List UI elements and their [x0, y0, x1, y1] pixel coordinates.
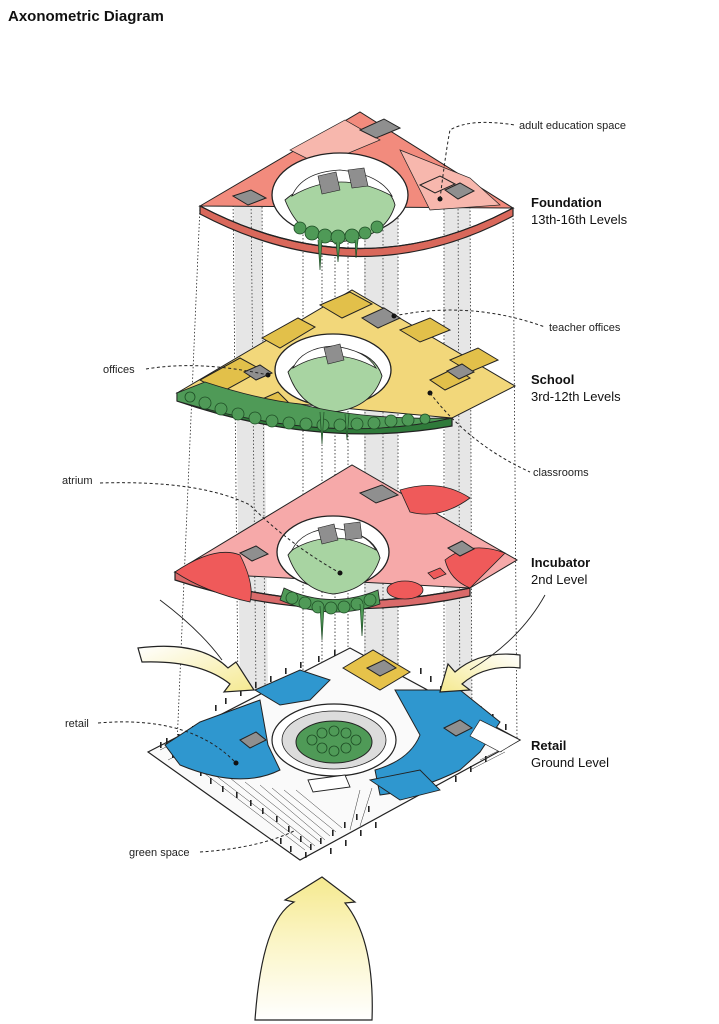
label-atrium: atrium [62, 475, 93, 487]
diagram-title: Axonometric Diagram [8, 8, 164, 25]
annotation-leaders [97, 121, 546, 853]
level-label-incubator: Incubator 2nd Level [531, 555, 590, 587]
level-sub: 13th-16th Levels [531, 212, 628, 227]
label-offices: offices [103, 364, 135, 376]
level-retail [146, 647, 522, 861]
level-incubator [173, 464, 518, 641]
level-name: School [531, 372, 574, 387]
tree-cluster-icon [285, 591, 377, 615]
flow-arrow-icon [439, 594, 546, 693]
level-label-school: School 3rd-12th Levels [531, 372, 621, 404]
level-label-retail: Retail Ground Level [531, 738, 609, 770]
level-name: Retail [531, 738, 566, 753]
label-adult-education: adult education space [519, 120, 626, 132]
flow-arrow-icon [137, 599, 256, 693]
tree-cluster-icon [184, 391, 431, 432]
level-foundation [198, 111, 515, 271]
tree-cluster-icon [306, 725, 362, 757]
level-name: Foundation [531, 195, 602, 210]
level-sub: Ground Level [531, 755, 609, 770]
level-school [175, 289, 517, 445]
level-sub: 3rd-12th Levels [531, 389, 621, 404]
flow-arrow-icon [254, 876, 373, 1021]
label-classrooms: classrooms [533, 467, 589, 479]
level-name: Incubator [531, 555, 590, 570]
level-label-foundation: Foundation 13th-16th Levels [531, 195, 628, 227]
label-teacher-offices: teacher offices [549, 322, 621, 334]
level-sub: 2nd Level [531, 572, 587, 587]
tree-cluster-icon [293, 220, 384, 245]
label-green-space: green space [129, 847, 190, 859]
label-retail: retail [65, 718, 89, 730]
